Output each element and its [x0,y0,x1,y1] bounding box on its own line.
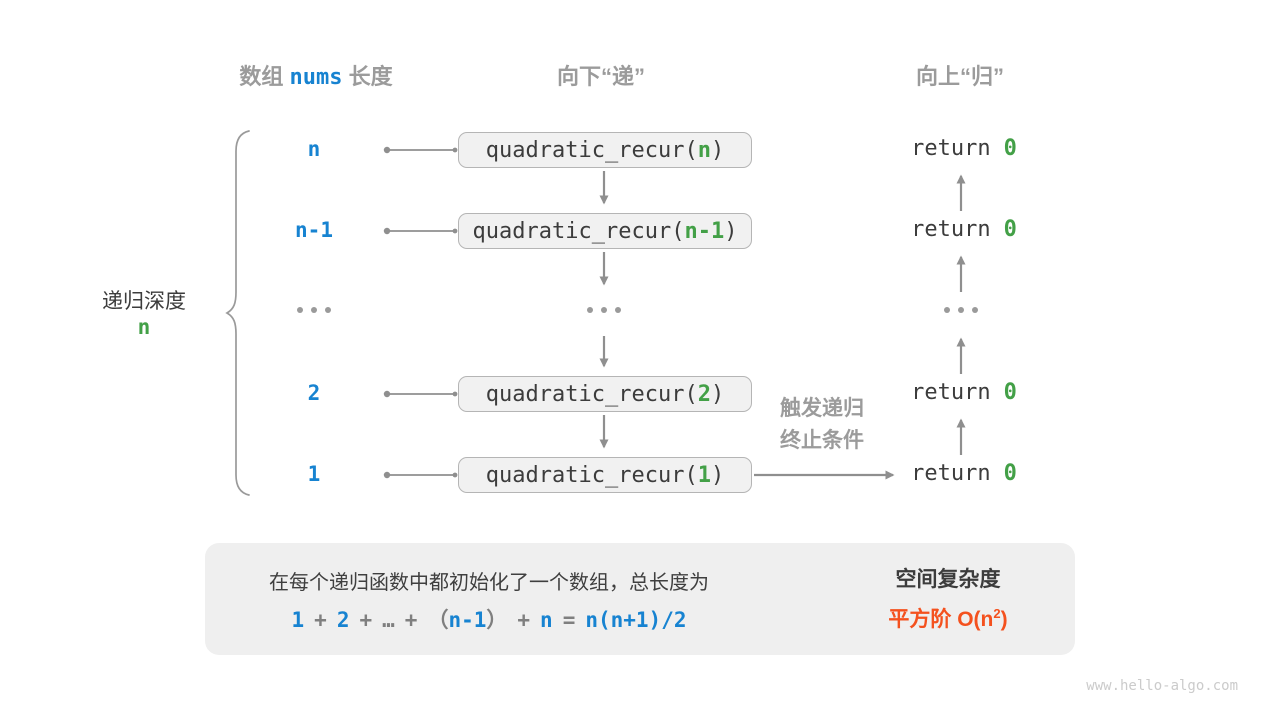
call-fn-suffix: ) [710,462,725,488]
formula-token: n [540,608,553,632]
formula-token: … [382,608,395,632]
return-n1: return 0 [911,217,1017,242]
return-keyword: return [911,217,991,242]
header-descend: 向下“递” [556,64,646,89]
depth-value: n [137,315,151,339]
depth-label: 递归深度 [102,290,186,313]
call-fn-prefix: quadratic_recur( [485,381,698,407]
connector-row-n1 [383,227,458,235]
call-param: 2 [697,381,711,407]
call-param: 1 [697,462,711,488]
header-ascend: 向上“归” [915,64,1005,89]
formula-token: + [404,608,418,632]
formula-token: + [517,608,531,632]
formula-token: + [359,608,373,632]
header-array-suffix: 长度 [348,64,393,89]
formula-token: 1 [291,608,305,632]
formula-token: = [562,608,576,632]
return-2: return 0 [911,380,1017,405]
connector-row-1 [383,471,458,479]
complexity-exponent: 2 [993,606,1001,621]
length-label-n1: n-1 [295,218,333,242]
call-box-n: quadratic_recur(n) [458,132,752,168]
trigger-line1: 触发递归 [780,397,864,420]
header-array-code: nums [289,65,343,90]
summary-description: 在每个递归函数中都初始化了一个数组，总长度为 [269,572,709,594]
call-fn-suffix: ) [710,381,725,407]
return-value: 0 [1003,380,1017,405]
formula-token: n(n+1)/2 [585,608,687,632]
formula-token: + [314,608,327,632]
formula-token: 2 [336,608,350,632]
call-box-n1: quadratic_recur(n-1) [458,213,752,249]
header-array-prefix: 数组 [239,64,284,89]
call-fn-suffix: ) [710,137,725,163]
connector-row-2 [383,390,458,398]
return-1: return 0 [911,461,1017,486]
ellipsis-dots-left [297,307,331,313]
label-connectors [383,146,458,479]
total-length-formula: 1 + 2 + … + （ n-1 ） + n = n(n+1)/2 [287,604,692,634]
call-fn-prefix: quadratic_recur( [472,218,685,244]
return-n: return 0 [911,136,1017,161]
ellipsis-dots-middle [587,307,621,313]
trigger-line2: 终止条件 [780,429,864,452]
complexity-prefix: 平方阶 O(n [888,608,994,631]
length-label-2: 2 [307,381,321,405]
space-complexity-value: 平方阶 O(n2) [888,603,1007,633]
ellipsis-dots-right [944,307,978,313]
summary-panel [205,543,1075,655]
return-keyword: return [911,380,991,405]
return-keyword: return [911,461,991,486]
length-label-1: 1 [307,462,321,486]
return-value: 0 [1003,461,1017,486]
call-box-2: quadratic_recur(2) [458,376,752,412]
header-array-length: 数组 nums 长度 [239,59,392,91]
formula-token: （ [427,608,449,632]
formula-token: ） [486,608,508,632]
depth-brace-icon [225,130,250,496]
return-value: 0 [1003,217,1017,242]
watermark: www.hello-algo.com [1086,678,1238,694]
call-fn-suffix: ) [724,218,738,244]
call-param: n [697,137,711,163]
space-complexity-title: 空间复杂度 [895,568,1001,591]
length-label-n: n [307,137,321,161]
trigger-condition-label: 触发递归 终止条件 [780,393,864,457]
call-fn-prefix: quadratic_recur( [485,462,698,488]
connector-row-n [383,146,458,154]
complexity-suffix: ) [1000,608,1008,631]
call-box-1: quadratic_recur(1) [458,457,752,493]
call-fn-prefix: quadratic_recur( [485,137,698,163]
return-keyword: return [911,136,991,161]
formula-token: n-1 [448,608,487,632]
return-value: 0 [1003,136,1017,161]
call-param: n-1 [684,218,725,244]
